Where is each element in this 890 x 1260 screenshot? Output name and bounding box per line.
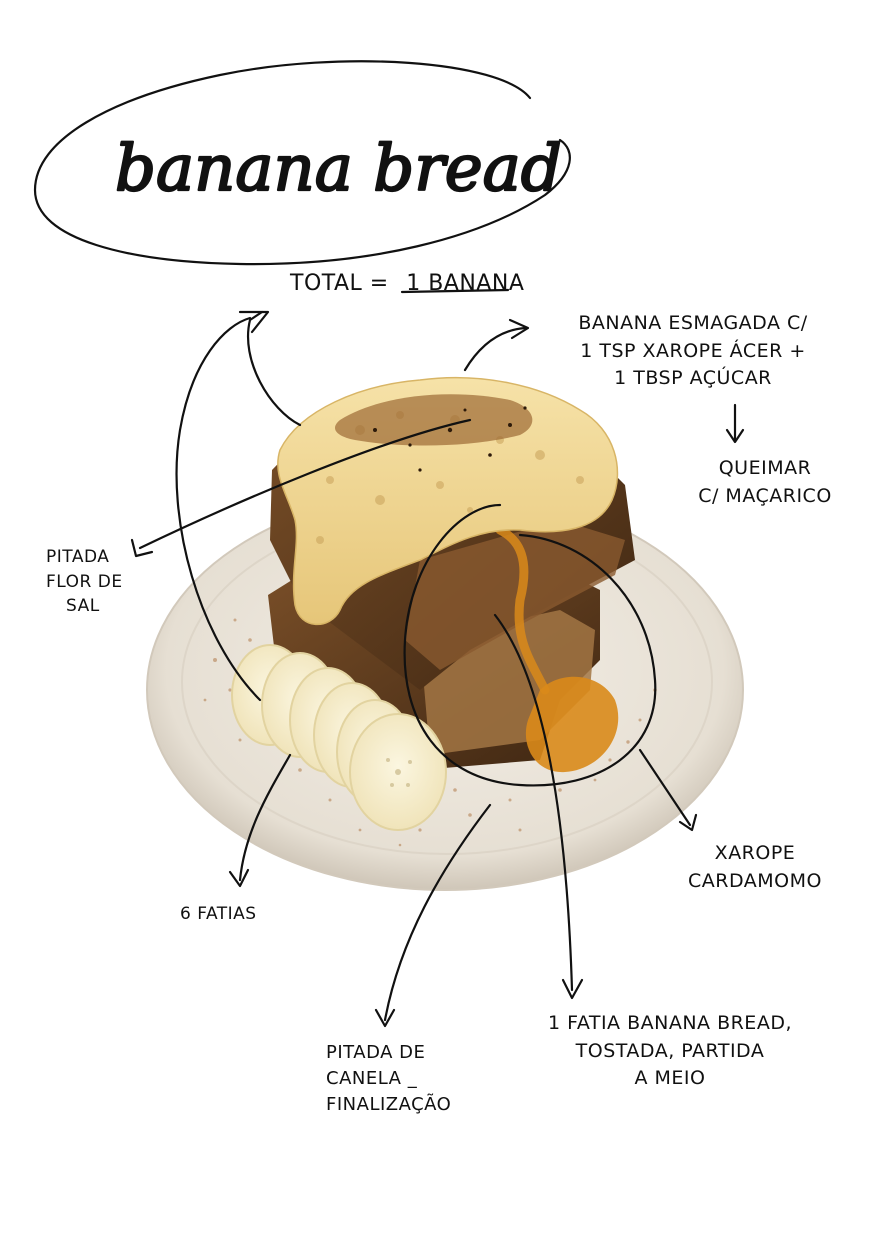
banana-slices <box>231 644 447 831</box>
note-line: 1 TBSP AÇÚCAR <box>614 367 772 390</box>
arrow-icon <box>247 310 302 427</box>
note-line: 6 FATIAS <box>180 904 257 924</box>
title-circle-icon <box>33 60 571 266</box>
arrow-icon <box>561 978 584 1000</box>
note-line: C/ MAÇARICO <box>698 484 832 507</box>
note-line: SAL <box>66 596 100 617</box>
arrow-icon <box>374 1008 396 1028</box>
note-torch: QUEIMAR C/ MAÇARICO <box>690 455 840 510</box>
note-line: TOSTADA, PARTIDA <box>575 1039 765 1062</box>
note-line: FINALIZAÇÃO <box>326 1094 452 1116</box>
note-line: 1 TSP XAROPE ÁCER + <box>580 339 806 362</box>
maple-syrup-pool <box>525 676 619 773</box>
total-line: TOTAL = 1 BANANA <box>290 268 524 300</box>
total-underline <box>400 288 510 294</box>
bread-slice-top-crumb <box>405 520 625 670</box>
banana-seeds <box>386 758 412 787</box>
arrow-icon <box>175 316 262 702</box>
note-line: 1 FATIA BANANA BREAD, <box>548 1012 792 1034</box>
arrow-icon <box>463 326 527 372</box>
note-line: PITADA <box>46 547 110 567</box>
arrow-icon <box>638 748 692 827</box>
note-mashed-banana: BANANA ESMAGADA C/ 1 TSP XAROPE ÁCER + 1… <box>548 310 838 393</box>
note-line: XAROPE <box>714 842 796 864</box>
arrow-icon <box>508 318 530 340</box>
total-value: 1 BANANA <box>406 271 525 296</box>
note-line: QUEIMAR <box>718 457 812 479</box>
arrow-icon <box>228 868 250 888</box>
total-prefix: TOTAL = <box>290 271 389 296</box>
note-cinnamon: PITADA DE CANELA _ FINALIZAÇÃO <box>326 1040 451 1118</box>
arrow-icon <box>238 753 292 882</box>
caramelized-crust <box>335 394 533 446</box>
arrow-icon <box>678 813 698 832</box>
arrow-icon <box>138 418 472 550</box>
note-salt: PITADA FLOR DE SAL <box>46 545 123 619</box>
burnt-specks <box>373 406 527 472</box>
arrow-icon <box>130 538 154 558</box>
note-line: CANELA _ <box>326 1068 418 1090</box>
note-bread-slice: 1 FATIA BANANA BREAD, TOSTADA, PARTIDA A… <box>520 1010 820 1093</box>
note-syrup: XAROPE CARDAMOMO <box>680 840 830 895</box>
note-line: BANANA ESMAGADA C/ <box>578 312 808 334</box>
note-line: CARDAMOMO <box>688 869 822 892</box>
note-slices: 6 FATIAS <box>180 902 257 927</box>
arrow-icon <box>493 613 574 992</box>
title: banana bread <box>115 132 562 206</box>
syrup-drip <box>495 525 550 695</box>
note-line: FLOR DE <box>46 571 123 592</box>
arrow-icon <box>238 310 270 334</box>
syrup-circle-icon <box>403 503 657 787</box>
note-line: PITADA DE <box>326 1042 426 1063</box>
arrow-icon <box>383 803 492 1022</box>
arrow-icon <box>725 428 745 444</box>
note-line: A MEIO <box>634 1067 706 1090</box>
